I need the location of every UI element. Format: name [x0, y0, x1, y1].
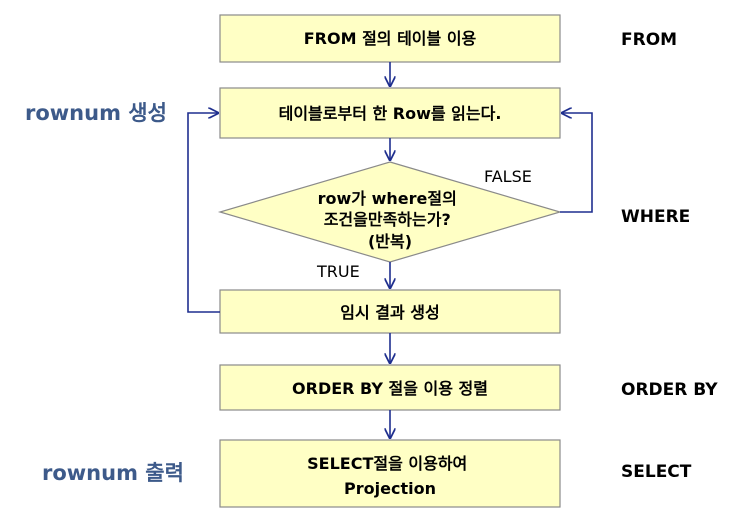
stage-label-where: WHERE — [621, 207, 690, 227]
read-row-step-box — [219, 87, 561, 139]
order-by-step-text: ORDER BY 절을 이용 정렬 — [292, 379, 488, 398]
select-projection-step-text: SELECT절을 이용하여 Projection — [307, 454, 473, 498]
rownum-create-label: rownum 생성 — [25, 101, 167, 125]
arrow-false-loop — [560, 113, 593, 213]
rownum-output-label: rownum 출력 — [42, 461, 184, 485]
from-step-text: FROM 절의 테이블 이용 — [304, 29, 477, 48]
where-condition-text: row가 where절의 조건을만족하는가? (반복) — [318, 189, 463, 251]
stage-label-select: SELECT — [621, 462, 692, 482]
true-branch-label: TRUE — [316, 262, 360, 281]
temp-result-step-text: 임시 결과 생성 — [340, 303, 439, 322]
from-step-box — [219, 14, 561, 63]
stage-label-order-by: ORDER BY — [621, 380, 718, 400]
read-row-step-text: 테이블로부터 한 Row를 읽는다. — [279, 104, 502, 123]
order-by-step-box — [219, 364, 561, 411]
arrow-temp-loop-back — [187, 113, 220, 313]
false-branch-label: FALSE — [484, 167, 532, 186]
select-projection-step-box — [219, 439, 561, 508]
temp-result-step-box — [219, 289, 561, 334]
stage-label-from: FROM — [621, 30, 677, 50]
